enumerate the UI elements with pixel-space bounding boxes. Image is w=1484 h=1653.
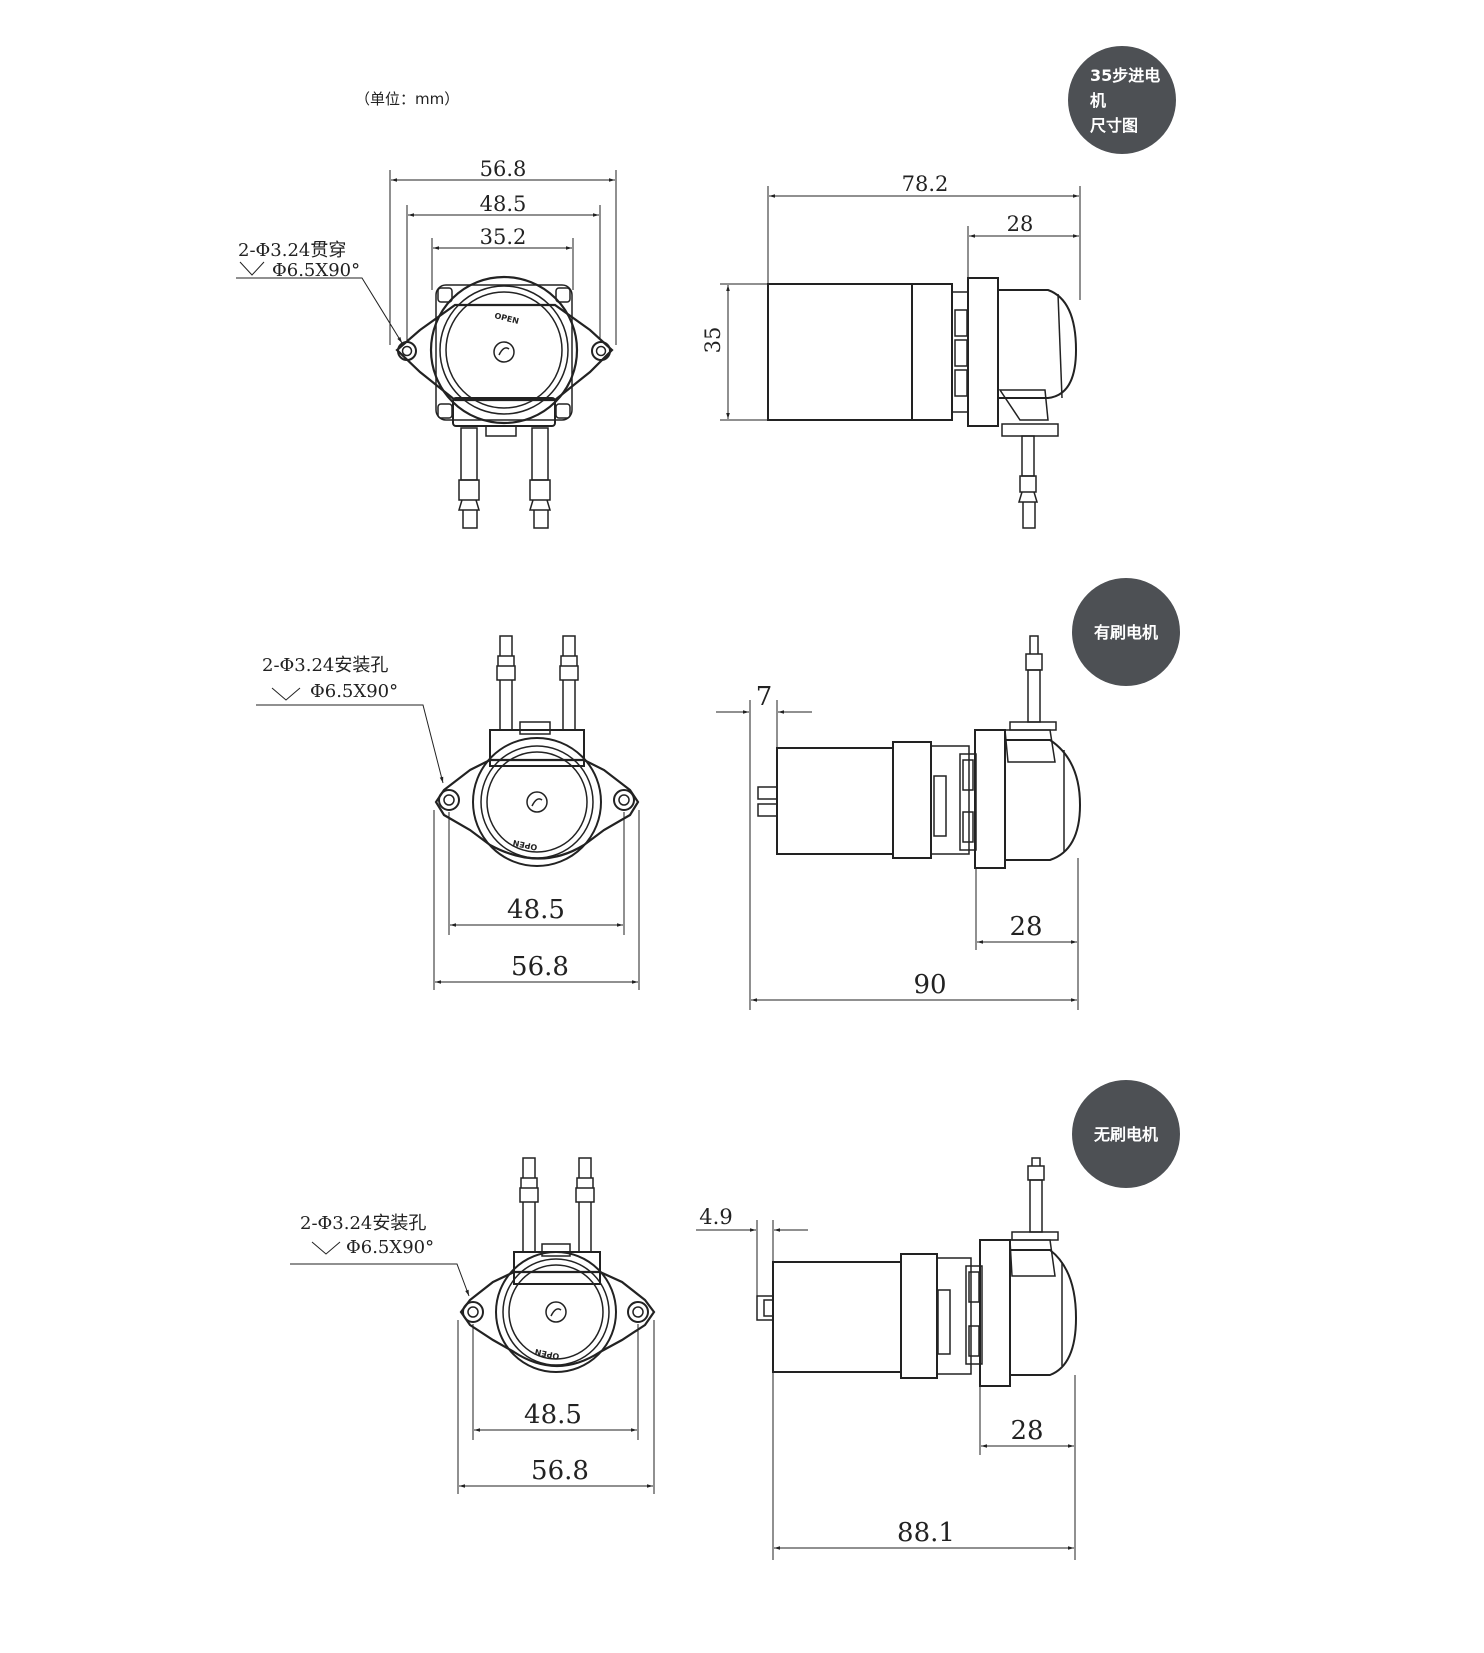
brushless-hole-note-1: 2-Φ3.24安装孔 bbox=[300, 1213, 426, 1234]
badge-brushed-label: 有刷电机 bbox=[1093, 622, 1158, 642]
brushed-front-dim-outer: 56.8 bbox=[511, 952, 569, 982]
badge-brushless-motor: 无刷电机 bbox=[1072, 1080, 1180, 1188]
stepper-side-dim-total: 78.2 bbox=[902, 172, 949, 196]
stepper-front-dim-outer: 56.8 bbox=[480, 157, 527, 181]
badge-stepper-motor: 35步进电机 尺寸图 bbox=[1068, 46, 1176, 154]
brushed-front-view bbox=[256, 635, 640, 990]
stepper-side-dim-height: 35 bbox=[701, 327, 725, 354]
brushed-side-dim-terminal: 7 bbox=[756, 682, 773, 712]
brushless-side-dim-head: 28 bbox=[1010, 1416, 1043, 1446]
brushless-side-view bbox=[696, 1157, 1078, 1560]
stepper-hole-note-1: 2-Φ3.24贯穿 bbox=[238, 240, 346, 261]
stepper-open-label: OPEN bbox=[494, 311, 520, 326]
brushless-front-view bbox=[290, 1157, 656, 1494]
brushed-side-dim-head: 28 bbox=[1009, 912, 1042, 942]
badge-stepper-line2: 尺寸图 bbox=[1090, 115, 1139, 135]
brushed-front-dim-holes: 48.5 bbox=[507, 895, 565, 925]
brushed-side-dim-total: 90 bbox=[913, 970, 946, 1000]
stepper-front-view bbox=[236, 170, 617, 529]
brushless-front-dim-holes: 48.5 bbox=[524, 1400, 582, 1430]
stepper-side-view bbox=[720, 186, 1081, 529]
brushless-hole-note-2: Φ6.5X90° bbox=[346, 1237, 434, 1258]
badge-stepper-line1: 35步进电机 bbox=[1090, 65, 1161, 110]
badge-brushed-motor: 有刷电机 bbox=[1072, 578, 1180, 686]
stepper-hole-note-2: Φ6.5X90° bbox=[272, 260, 360, 281]
unit-note: （单位：mm） bbox=[355, 90, 460, 108]
brushed-hole-note-1: 2-Φ3.24安装孔 bbox=[262, 655, 388, 676]
brushed-open-label: OPEN bbox=[512, 838, 538, 852]
stepper-front-dim-holes: 48.5 bbox=[480, 192, 527, 216]
brushless-side-dim-total: 88.1 bbox=[897, 1518, 955, 1548]
brushless-side-dim-terminal: 4.9 bbox=[699, 1205, 732, 1229]
brushless-open-label: OPEN bbox=[534, 1347, 560, 1361]
brushless-front-dim-outer: 56.8 bbox=[531, 1456, 589, 1486]
brushed-side-view bbox=[716, 635, 1082, 1010]
stepper-front-dim-body: 35.2 bbox=[480, 225, 527, 249]
badge-brushless-label: 无刷电机 bbox=[1093, 1124, 1158, 1144]
brushed-hole-note-2: Φ6.5X90° bbox=[310, 681, 398, 702]
stepper-side-dim-head: 28 bbox=[1007, 212, 1034, 236]
